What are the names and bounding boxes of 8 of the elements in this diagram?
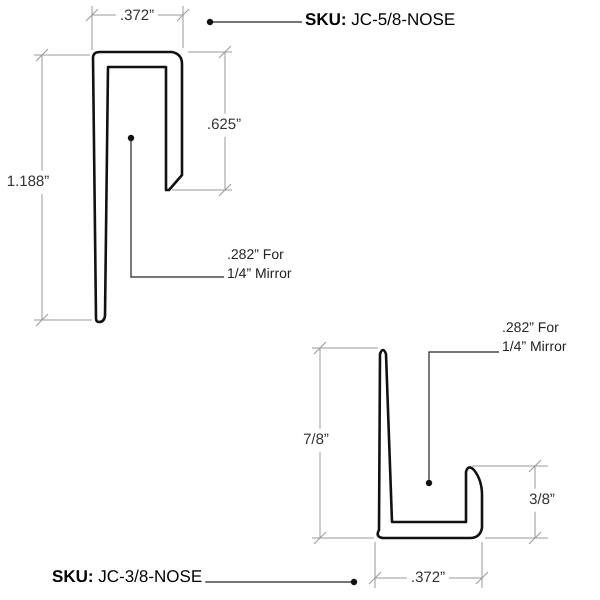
leader-line	[426, 351, 499, 486]
leader-line	[128, 134, 224, 278]
label-text: SKU: JC-3/8-NOSE	[52, 566, 202, 588]
label-text: .282” For 1/4” Mirror	[227, 245, 293, 283]
leader-line	[205, 578, 358, 586]
leader-line	[206, 18, 302, 26]
label-text: SKU: JC-5/8-NOSE	[305, 9, 456, 31]
label-text: .282” For 1/4” Mirror	[502, 318, 568, 356]
